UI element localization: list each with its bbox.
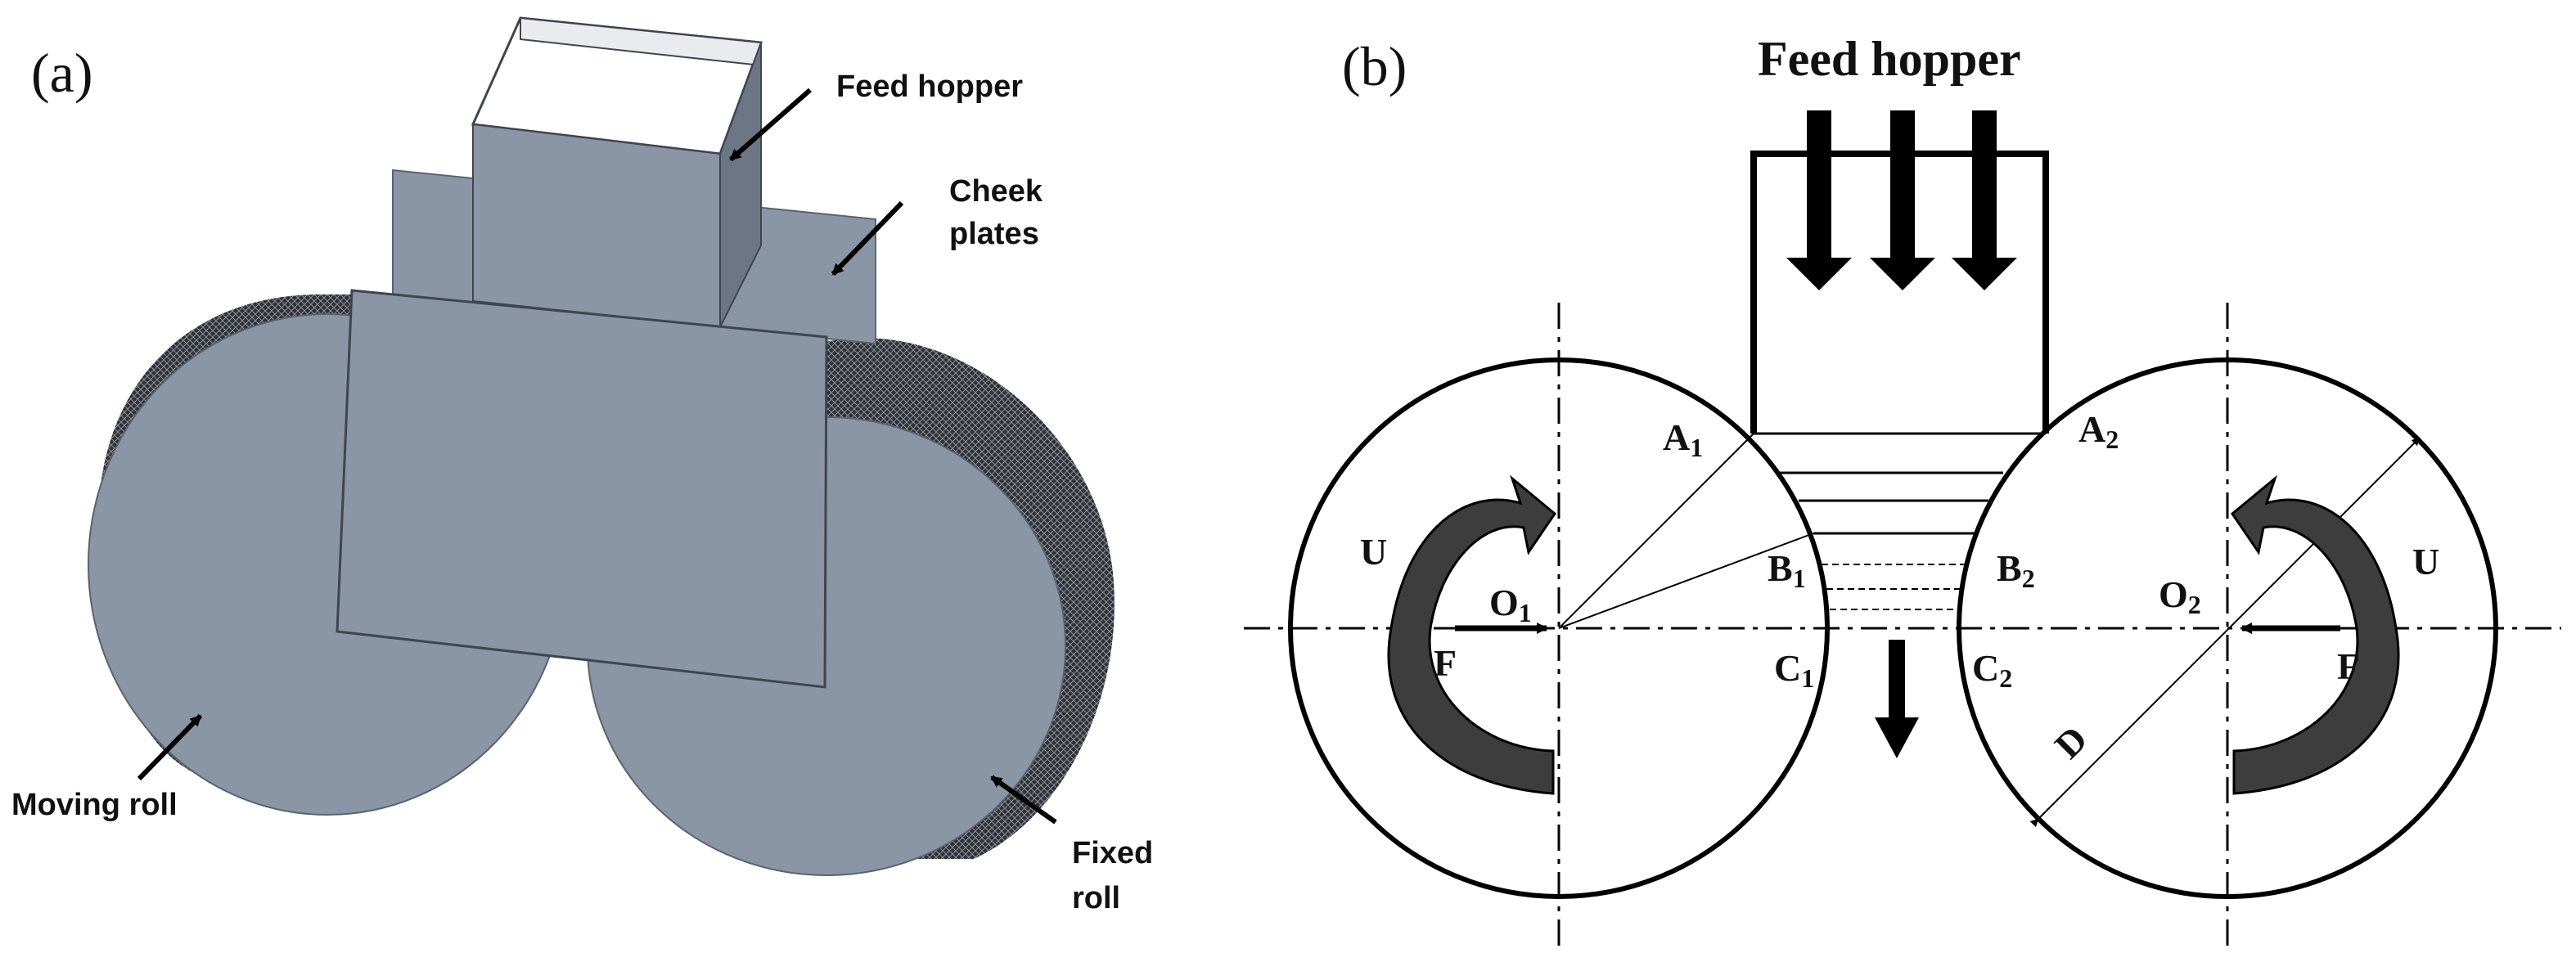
label-a1: A1 bbox=[1663, 416, 1703, 462]
diameter-line bbox=[2029, 437, 2421, 828]
label-a2: A2 bbox=[2078, 408, 2119, 454]
moving-roll-arrow bbox=[137, 713, 203, 781]
label-b2: B2 bbox=[1997, 547, 2035, 593]
feed-hopper-label-a: Feed hopper bbox=[836, 70, 1023, 104]
output-arrow bbox=[1875, 640, 1919, 758]
feed-arrow-2 bbox=[1870, 110, 1935, 290]
cheek-plates-label-line2: plates bbox=[949, 217, 1039, 251]
hopper-front-face bbox=[472, 123, 721, 329]
cheek-plates-arrow bbox=[831, 200, 904, 276]
point-labels: A1 A2 B1 B2 C1 C2 O1 O2 U U F F D bbox=[1360, 408, 2439, 766]
label-o2: O2 bbox=[2159, 573, 2201, 619]
gap-lines bbox=[1754, 432, 2046, 610]
feed-hopper-arrow bbox=[729, 88, 812, 162]
radius-o1-a1 bbox=[1558, 433, 1754, 629]
hopper-outline bbox=[1750, 151, 2049, 434]
label-o1: O1 bbox=[1489, 582, 1532, 627]
label-u-left: U bbox=[1360, 531, 1387, 573]
feed-hopper-title-b: Feed hopper bbox=[1758, 32, 2021, 86]
hopper-side-face bbox=[719, 42, 762, 328]
left-roll-circle bbox=[1288, 357, 1830, 899]
rotation-arrow-left bbox=[1387, 474, 1557, 795]
label-c2: C2 bbox=[1972, 647, 2012, 693]
feed-hopper-3d bbox=[471, 16, 763, 329]
panel-a-label: (a) bbox=[31, 42, 92, 104]
label-f-left: F bbox=[1434, 642, 1457, 684]
cheek-plates-label-line1: Cheek bbox=[949, 174, 1043, 209]
panel-b-label: (b) bbox=[1342, 35, 1407, 97]
label-u-right: U bbox=[2412, 541, 2439, 582]
feed-arrow-3 bbox=[1952, 110, 2017, 290]
moving-roll-label: Moving roll bbox=[11, 788, 178, 822]
right-roll-circle bbox=[1957, 357, 2498, 899]
feed-arrows bbox=[1786, 110, 2017, 290]
label-f-right: F bbox=[2337, 645, 2360, 687]
fixed-roll-arrow bbox=[990, 775, 1057, 825]
fixed-roll-label-line1: Fixed bbox=[1072, 836, 1153, 870]
cheek-plate-front bbox=[336, 289, 828, 689]
radius-o1-b1 bbox=[1558, 533, 1814, 629]
label-c1: C1 bbox=[1774, 647, 1814, 693]
rotation-arrow-right bbox=[2230, 474, 2400, 795]
panel-a: (a) Feed hopper Cheek plates Moving bbox=[11, 16, 1153, 915]
label-b1: B1 bbox=[1768, 547, 1806, 593]
feed-arrow-1 bbox=[1786, 110, 1852, 290]
panel-b: (b) Feed hopper bbox=[1244, 32, 2561, 953]
label-d: D bbox=[2047, 718, 2096, 767]
fixed-roll-label-line2: roll bbox=[1072, 881, 1120, 915]
